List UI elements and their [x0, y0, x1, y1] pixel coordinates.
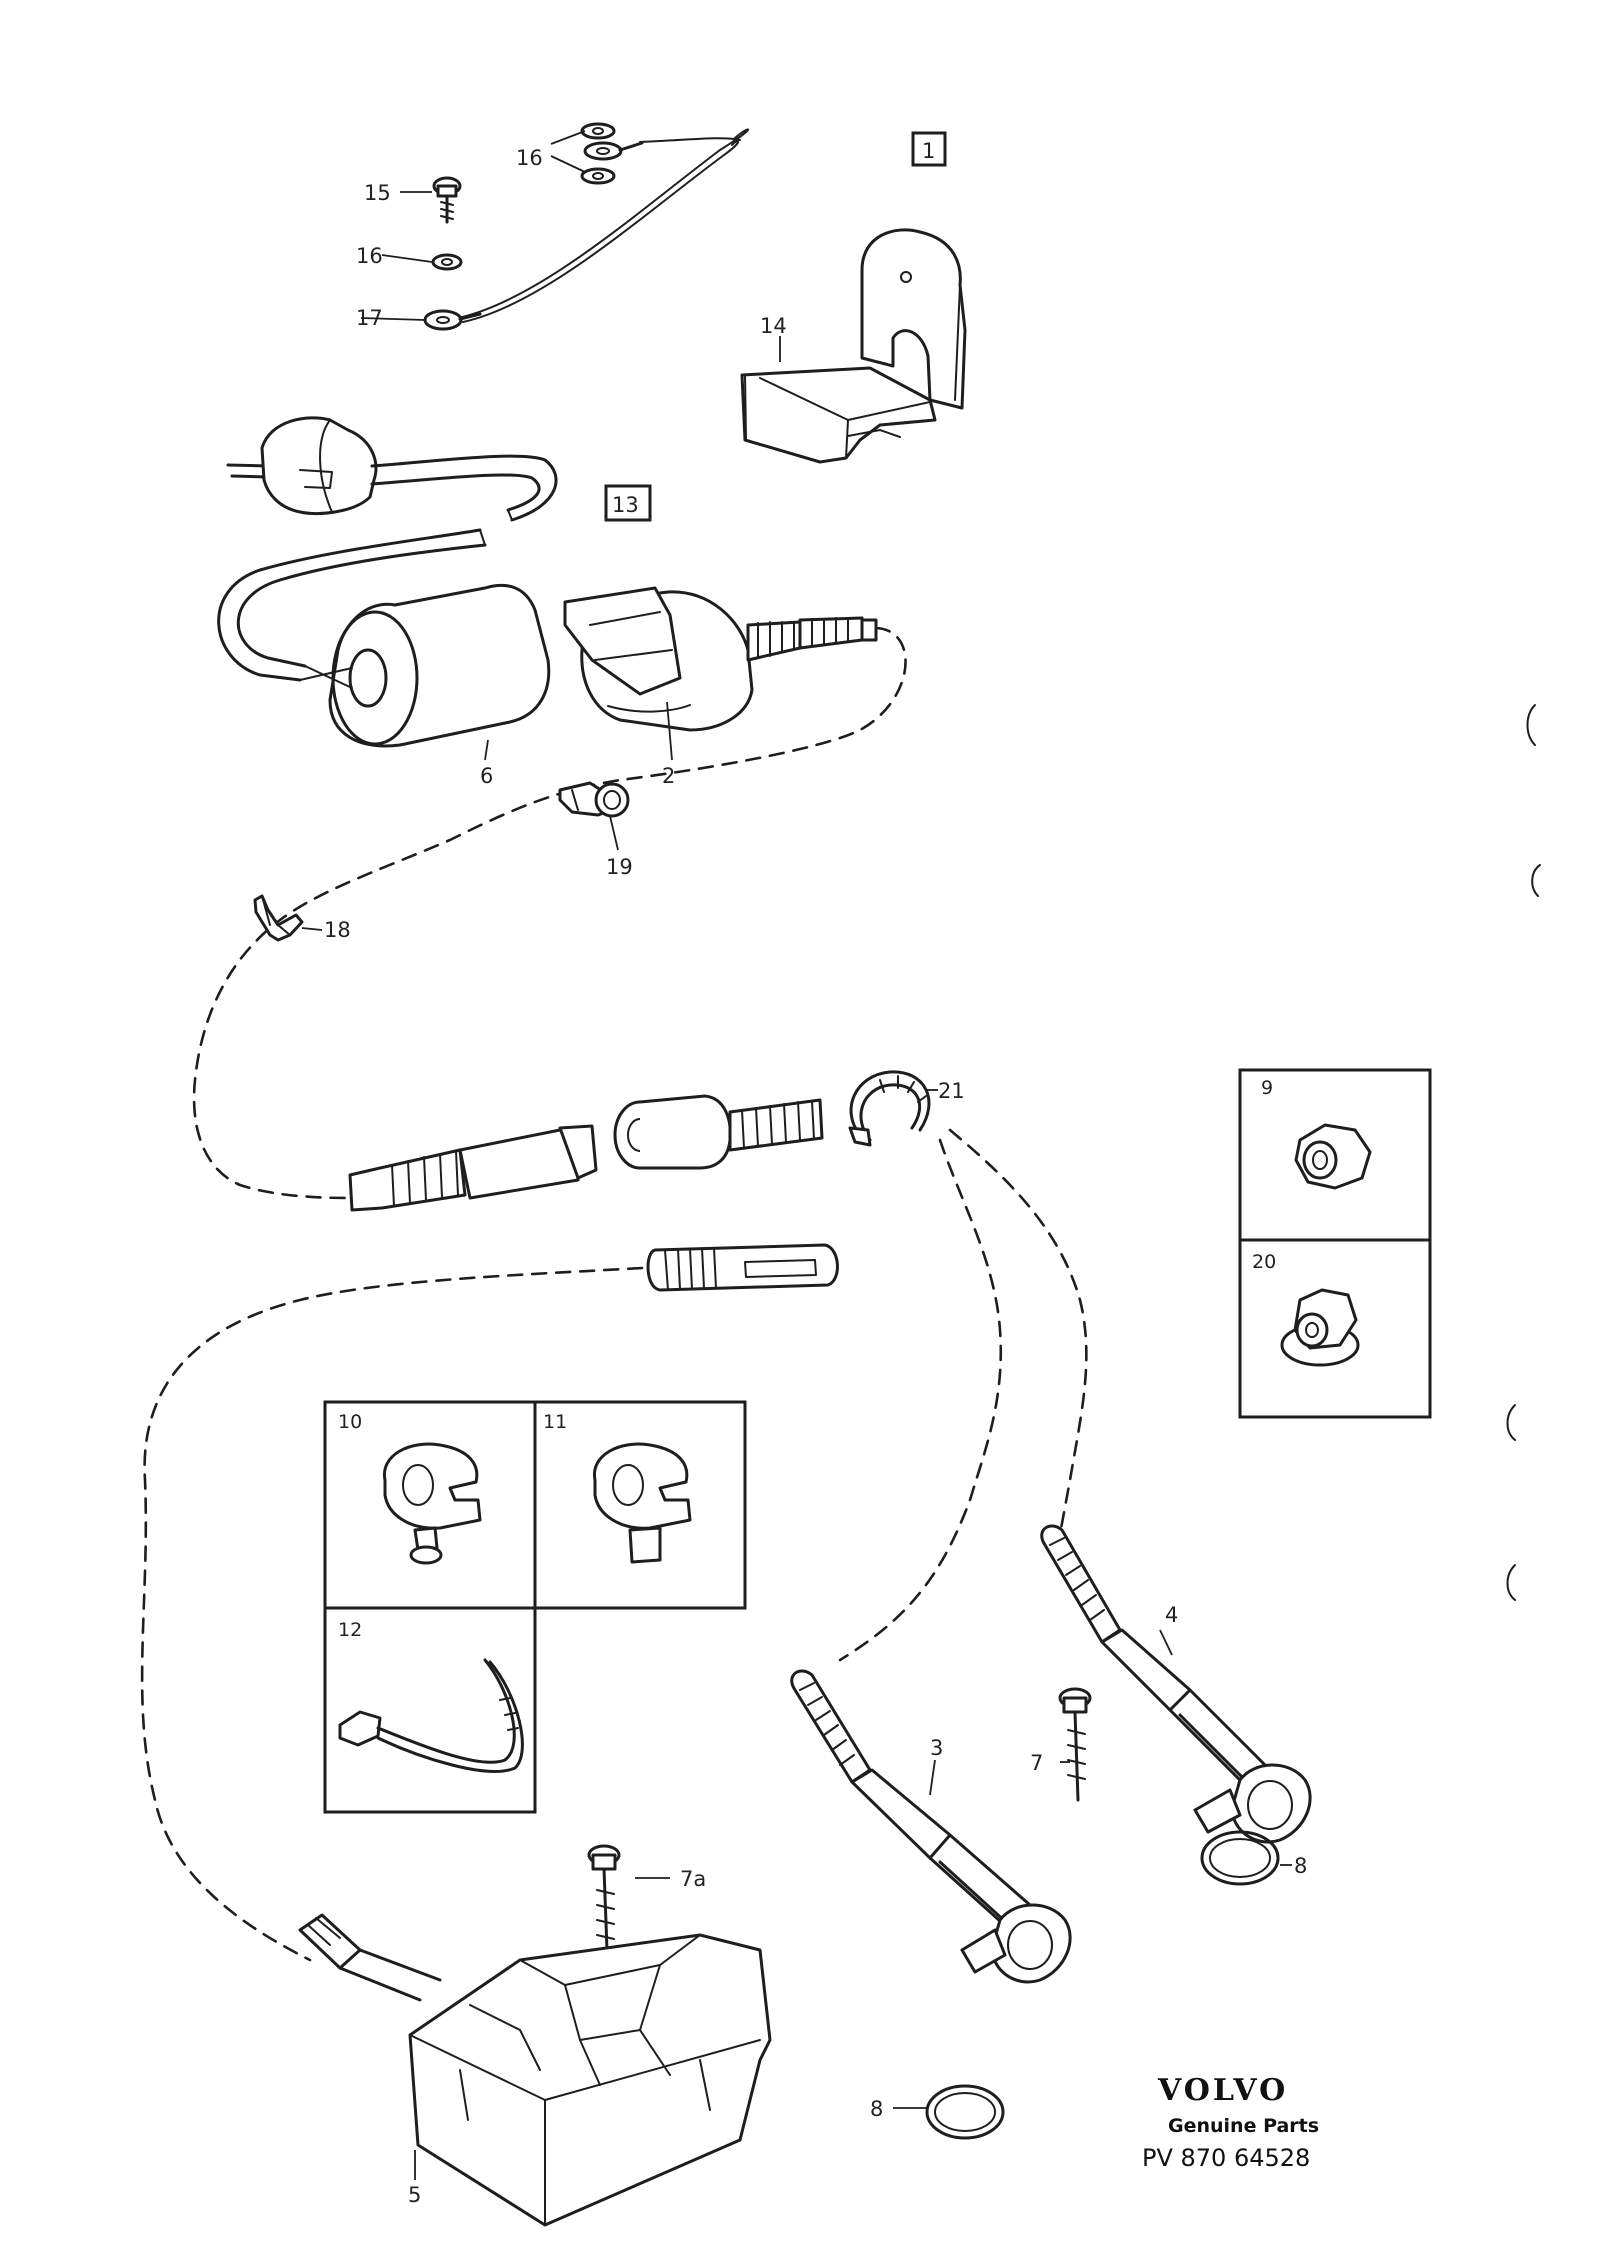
callout-7: 7 — [1030, 1751, 1043, 1775]
brand-logo: VOLVO — [1157, 2073, 1288, 2108]
callout-5: 5 — [408, 2183, 421, 2207]
callout-20: 20 — [1252, 1251, 1276, 1273]
washers-16-upper — [580, 122, 644, 185]
callout-box-13 — [604, 484, 652, 522]
spring-clip-21 — [848, 1070, 931, 1147]
cable-tie-12 — [338, 1658, 524, 1773]
callout-4: 4 — [1165, 1603, 1178, 1627]
nut-9 — [1294, 1123, 1372, 1190]
callout-17: 17 — [356, 306, 383, 330]
clip-19 — [558, 781, 630, 818]
bracket-14 — [740, 228, 967, 464]
callout-12: 12 — [338, 1619, 362, 1641]
callout-9: 9 — [1261, 1077, 1273, 1099]
callout-18: 18 — [324, 918, 351, 942]
callout-15: 15 — [364, 181, 391, 205]
cable-3 — [790, 1669, 1072, 1984]
callout-11: 11 — [543, 1411, 567, 1433]
callout-box-1 — [911, 131, 947, 167]
bolt-15 — [432, 176, 462, 224]
callout-16a: 16 — [516, 146, 543, 170]
cable-boot — [646, 1243, 839, 1292]
bolt-7a — [587, 1844, 621, 1952]
callout-6: 6 — [480, 764, 493, 788]
callout-3: 3 — [930, 1736, 943, 1760]
callout-8b: 8 — [870, 2097, 883, 2121]
leader-lines — [301, 130, 1292, 2180]
callout-13: 13 — [612, 493, 639, 517]
o-ring-8-lower — [925, 2084, 1005, 2140]
callout-14: 14 — [760, 314, 787, 338]
middle-connector-assembly — [348, 1094, 824, 1212]
cable-4 — [1040, 1524, 1312, 1844]
canister-2 — [563, 586, 878, 732]
nut-20 — [1280, 1288, 1360, 1367]
margin-marks — [1506, 704, 1541, 1601]
callout-7a: 7a — [680, 1867, 706, 1891]
clip-11 — [593, 1442, 692, 1564]
callout-19: 19 — [606, 855, 633, 879]
callout-16b: 16 — [356, 244, 383, 268]
washer-16-lower — [431, 253, 463, 271]
callout-10: 10 — [338, 1411, 362, 1433]
cable-13-assembly — [217, 416, 878, 748]
o-ring-8-right — [1200, 1830, 1280, 1886]
clip-18 — [253, 894, 304, 942]
callout-1: 1 — [922, 139, 935, 163]
callout-8a: 8 — [1294, 1854, 1307, 1878]
clip-10 — [383, 1442, 482, 1565]
canister-6 — [299, 583, 551, 748]
heater-block-5 — [298, 1913, 772, 2227]
part-code: PV 870 64528 — [1142, 2144, 1310, 2172]
ground-cable-assembly — [423, 122, 750, 331]
bolt-7 — [1058, 1687, 1092, 1802]
wire-routes — [140, 626, 1088, 1962]
brand-block: VOLVO Genuine Parts PV 870 64528 — [1142, 2073, 1319, 2172]
callout-labels: 1 13 15 16 16 17 14 6 2 19 18 21 9 20 10… — [324, 131, 1307, 2207]
nut-panel — [1238, 1068, 1432, 1419]
callout-2: 2 — [662, 764, 675, 788]
terminal-17 — [423, 309, 482, 331]
brand-tagline: Genuine Parts — [1168, 2115, 1319, 2137]
callout-21: 21 — [938, 1079, 965, 1103]
clip-panel — [323, 1400, 747, 1814]
